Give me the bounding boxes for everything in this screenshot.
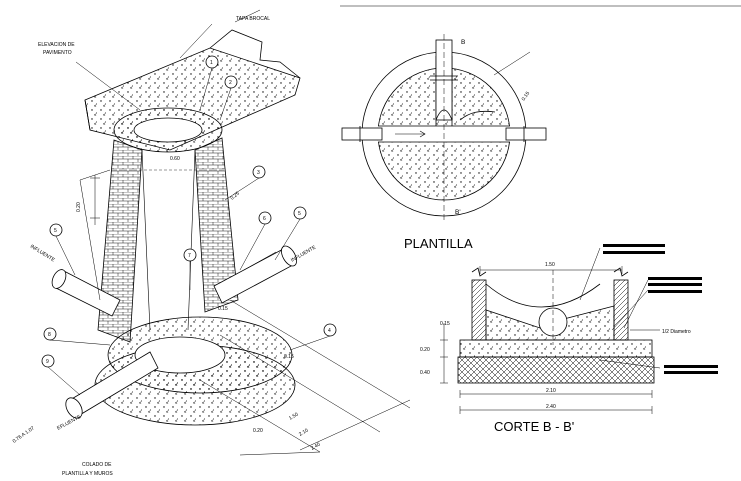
callout-9: 9 — [46, 359, 49, 365]
dim-0-25: 0.25 — [229, 191, 240, 202]
callout-4: 4 — [328, 328, 331, 334]
label-elevacion-1: ELEVACION DE — [38, 42, 75, 48]
dim-0-15: 0.15 — [284, 354, 294, 360]
corte-section — [440, 247, 661, 414]
label-tapa-brocal: TAPA BROCAL — [236, 16, 270, 22]
section-mark-b-bottom: B' — [455, 209, 461, 216]
callout-7: 7 — [188, 253, 191, 259]
dim-2-40: 2.40 — [310, 442, 322, 452]
isometric-view — [41, 9, 411, 456]
corte-dim-0-20: 0.20 — [420, 347, 430, 353]
brocal-inner — [133, 117, 203, 143]
callout-8: 8 — [48, 332, 51, 338]
corte-dim-0-15: 0.15 — [440, 321, 450, 327]
callout-5: 5 — [54, 228, 57, 234]
corte-redacted-labels — [603, 244, 718, 374]
label-efluente: EFLUENTE — [56, 414, 82, 432]
corte-dim-0-40: 0.40 — [420, 370, 430, 376]
callout-markers — [41, 55, 337, 368]
dim-0-20-a: 0.20 — [76, 202, 82, 212]
callout-numbers: 1 2 3 4 5 6 7 8 9 5 — [46, 60, 331, 365]
corte-dim-1-50: 1.50 — [545, 262, 555, 268]
corte-half-diameter: 1/2 Diametro — [662, 329, 691, 335]
label-diam-range: 0.76 A 1.07 — [12, 425, 36, 444]
soil-hatch — [457, 356, 655, 384]
label-influente-left: INFLUENTE — [29, 244, 56, 264]
callout-1: 1 — [210, 60, 213, 66]
label-colado-2: PLANTILLA Y MUROS — [62, 471, 113, 477]
isometric-labels: TAPA BROCAL ELEVACION DE PAVIMENTO INFLU… — [12, 16, 322, 477]
label-elevacion-2: PAVIMENTO — [43, 50, 72, 56]
callout-6: 6 — [263, 216, 266, 222]
corte-title: CORTE B - B' — [494, 419, 574, 434]
plantilla-title: PLANTILLA — [404, 236, 473, 251]
plantilla-plan — [341, 34, 547, 222]
dim-0-20-b: 0.20 — [253, 428, 263, 434]
callout-5b: 5 — [298, 211, 301, 217]
section-mark-b-top: B — [461, 39, 465, 46]
dim-1-50: 1.50 — [288, 412, 300, 422]
plantilla-ring-dim: 0.15 — [521, 91, 532, 103]
corte-dim-2-40: 2.40 — [546, 404, 556, 410]
callout-3: 3 — [257, 170, 260, 176]
callout-2: 2 — [229, 80, 232, 86]
dim-0-15-b: 0.15 — [218, 306, 228, 312]
dim-2-10: 2.10 — [298, 428, 310, 438]
base-slab — [459, 339, 653, 358]
label-colado-1: COLADO DE — [82, 462, 112, 468]
dim-0-60: 0.60 — [170, 156, 180, 162]
corte-dim-2-10: 2.10 — [546, 388, 556, 394]
shaft-right-wall — [194, 137, 239, 313]
